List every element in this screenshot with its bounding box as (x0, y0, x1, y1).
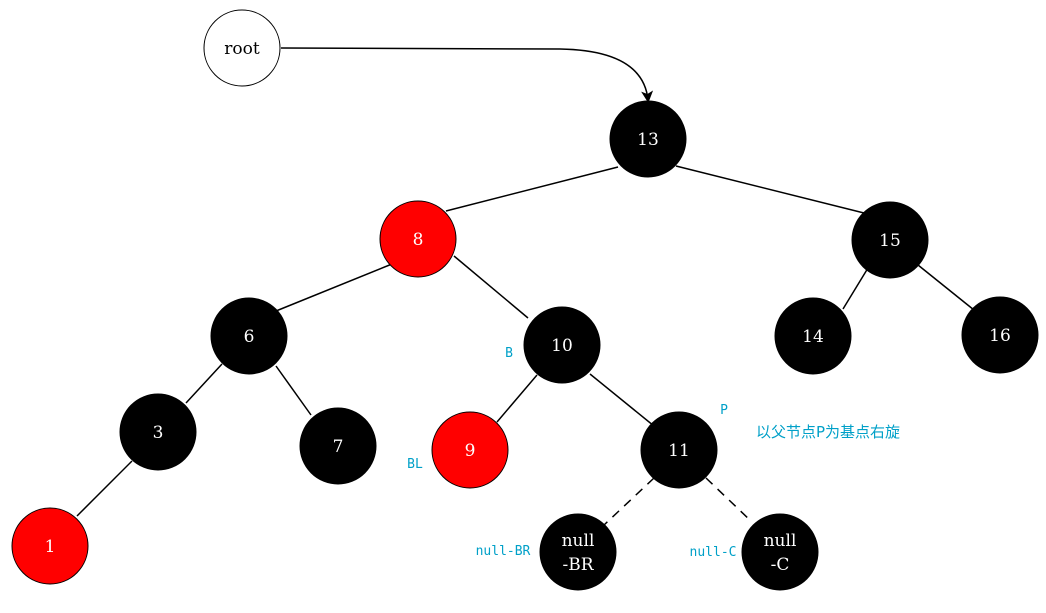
node-14-circle (774, 297, 852, 375)
node-9-label: 9 (465, 441, 476, 461)
node-8-circle (379, 200, 457, 278)
node-13: 13 (609, 100, 687, 178)
node-15-label: 15 (879, 231, 901, 251)
node-10-label: 10 (551, 336, 573, 356)
root-pointer-arrow (280, 47, 654, 103)
edge-13-8 (445, 166, 619, 212)
node-10: 10 (523, 306, 601, 384)
root-node: root (203, 9, 281, 87)
rotation-note: 以父节点P为基点右旋 (756, 423, 900, 441)
node-6-label: 6 (244, 327, 255, 347)
node-null-br-label-line2: -BR (562, 555, 594, 575)
node-1: 1 (11, 507, 89, 585)
node-3-label: 3 (153, 423, 164, 443)
node-null-br-label-line1: null (562, 531, 595, 551)
edge-6-7 (275, 365, 312, 416)
edge-13-15 (675, 165, 865, 214)
node-null-br: null -BR (539, 513, 617, 591)
edge-6-3 (185, 363, 223, 404)
node-11-label: 11 (668, 441, 690, 461)
node-6-circle (210, 297, 288, 375)
node-16-circle (961, 296, 1039, 374)
annotations: B BL P null-BR null-C 以父节点P为基点右旋 (407, 346, 900, 560)
node-13-circle (609, 100, 687, 178)
node-9-circle (431, 411, 509, 489)
node-13-label: 13 (637, 130, 659, 150)
node-8-label: 8 (413, 230, 424, 250)
edge-15-16 (917, 264, 975, 311)
annotation-b: B (505, 346, 513, 361)
node-null-c-circle (741, 513, 819, 591)
annotation-bl: BL (407, 457, 423, 472)
node-null-c-label-line1: null (764, 531, 797, 551)
node-null-c: null -C (741, 513, 819, 591)
node-15: 15 (851, 201, 929, 279)
edge-8-6 (275, 263, 393, 312)
annotation-p: P (720, 403, 728, 418)
node-16: 16 (961, 296, 1039, 374)
tree-edges (76, 165, 975, 526)
edge-3-1 (76, 460, 133, 517)
node-11: 11 (640, 411, 718, 489)
node-7-label: 7 (333, 437, 344, 457)
node-10-circle (523, 306, 601, 384)
node-3-circle (119, 393, 197, 471)
node-7: 7 (299, 407, 377, 485)
edge-10-9 (496, 374, 538, 423)
annotation-null-c: null-C (690, 545, 737, 560)
node-6: 6 (210, 297, 288, 375)
node-1-label: 1 (45, 537, 56, 557)
node-11-circle (640, 411, 718, 489)
root-label: root (224, 39, 260, 59)
node-1-circle (11, 507, 89, 585)
edge-11-nullBR (603, 477, 655, 526)
annotation-null-br: null-BR (476, 544, 531, 559)
edge-10-11 (589, 373, 655, 427)
node-null-c-label-line2: -C (771, 555, 790, 575)
edge-8-10 (453, 255, 529, 319)
node-8: 8 (379, 200, 457, 278)
node-16-label: 16 (989, 326, 1011, 346)
node-3: 3 (119, 393, 197, 471)
node-null-br-circle (539, 513, 617, 591)
node-14-label: 14 (802, 327, 824, 347)
node-9: 9 (431, 411, 509, 489)
edge-11-nullC (705, 477, 753, 523)
edge-15-14 (842, 267, 869, 310)
node-7-circle (299, 407, 377, 485)
node-15-circle (851, 201, 929, 279)
node-14: 14 (774, 297, 852, 375)
